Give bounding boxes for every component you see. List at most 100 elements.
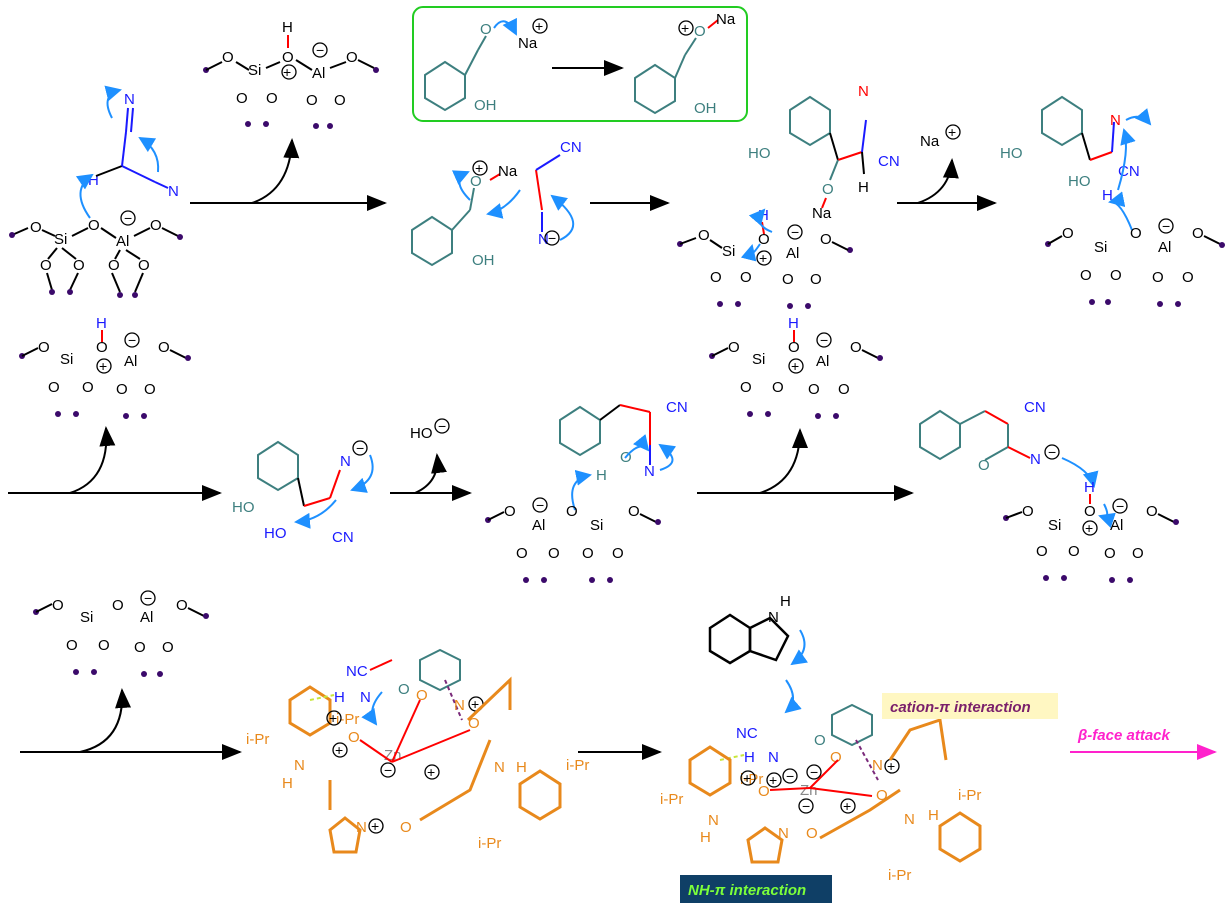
svg-text:O: O (740, 379, 752, 396)
svg-text:N: N (1030, 451, 1041, 468)
svg-text:i-Pr: i-Pr (888, 867, 911, 884)
svg-text:OH: OH (694, 100, 717, 117)
svg-text:O: O (782, 271, 794, 288)
svg-text:i-Pr: i-Pr (740, 771, 763, 788)
svg-text:O: O (222, 49, 234, 66)
svg-text:HO: HO (1000, 145, 1023, 162)
svg-text:O: O (772, 379, 784, 396)
svg-text:i-Pr: i-Pr (336, 711, 359, 728)
svg-text:O: O (306, 92, 318, 109)
svg-text:O: O (758, 783, 770, 800)
svg-text:i-Pr: i-Pr (478, 835, 501, 852)
svg-text:H: H (858, 179, 869, 196)
svg-text:HO: HO (1068, 173, 1091, 190)
svg-text:O: O (1036, 543, 1048, 560)
svg-text:H: H (928, 807, 939, 824)
svg-text:O: O (398, 681, 410, 698)
svg-text:−: − (820, 332, 828, 348)
svg-text:NC: NC (346, 663, 368, 680)
zinc-complex-1: NC O H N i-Pr i-Pr Zn − + O + O + O N + … (246, 648, 589, 854)
svg-text:Al: Al (786, 245, 799, 262)
svg-text:O: O (850, 339, 862, 356)
svg-text:O: O (548, 545, 560, 562)
svg-text:O: O (1182, 269, 1194, 286)
svg-text:O: O (582, 545, 594, 562)
svg-text:HO: HO (410, 425, 433, 442)
svg-text:O: O (820, 231, 832, 248)
svg-text:H: H (1102, 187, 1113, 204)
svg-text:OH: OH (474, 97, 497, 114)
svg-text:O: O (978, 457, 990, 474)
svg-text:O: O (82, 379, 94, 396)
svg-text:CN: CN (666, 399, 688, 416)
svg-text:CN: CN (332, 529, 354, 546)
svg-text:Na: Na (498, 163, 518, 180)
svg-text:−: − (786, 768, 794, 784)
svg-text:O: O (138, 257, 150, 274)
svg-text:+: + (427, 764, 435, 780)
atom-o: O (150, 217, 162, 234)
svg-text:O: O (282, 49, 294, 66)
svg-text:N: N (858, 83, 869, 100)
svg-text:N: N (904, 811, 915, 828)
svg-text:O: O (810, 271, 822, 288)
alcohol-intermediate: HO HO N CN H O Si O Al − O O O O O (1000, 95, 1225, 307)
svg-text:N: N (454, 697, 465, 714)
svg-text:−: − (316, 42, 324, 58)
svg-text:Si: Si (60, 351, 73, 368)
svg-text:H: H (1084, 479, 1095, 496)
svg-text:O: O (38, 339, 50, 356)
svg-text:HO: HO (748, 145, 771, 162)
iminochromene: O CN N − H O Si O + Al − O O O O O (919, 399, 1179, 583)
atom-o: O (30, 219, 42, 236)
svg-text:O: O (73, 257, 85, 274)
zinc-complex-indole: N H NC O H N + i-Pr i-Pr Zn − − − + O O … (660, 593, 982, 884)
svg-text:H: H (780, 593, 791, 610)
adduct-na: HO N CN H O Na (748, 83, 900, 222)
svg-text:CN: CN (1024, 399, 1046, 416)
zeolite-fragment: O Si O Al O − O O O O H N N (9, 85, 183, 298)
svg-text:Al: Al (140, 609, 153, 626)
svg-text:N: N (294, 757, 305, 774)
svg-text:+: + (99, 358, 107, 374)
svg-text:H: H (282, 775, 293, 792)
svg-text:Al: Al (816, 353, 829, 370)
svg-text:+: + (769, 772, 777, 788)
svg-text:O: O (830, 749, 842, 766)
svg-text:N: N (494, 759, 505, 776)
zeolite-fragment: O Si O Al − O O O O O (33, 590, 209, 677)
svg-text:O: O (1104, 545, 1116, 562)
svg-text:CN: CN (878, 153, 900, 170)
svg-text:O: O (348, 729, 360, 746)
atom-al: Al (116, 233, 129, 250)
svg-text:O: O (236, 90, 248, 107)
svg-text:O: O (66, 637, 78, 654)
svg-text:+: + (791, 358, 799, 374)
svg-text:N: N (356, 819, 367, 836)
svg-text:−: − (1162, 218, 1170, 234)
svg-text:Si: Si (722, 243, 735, 260)
svg-text:−: − (128, 332, 136, 348)
svg-text:Al: Al (1110, 517, 1123, 534)
svg-text:O: O (1130, 225, 1142, 242)
svg-text:+: + (759, 250, 767, 266)
svg-text:N: N (124, 91, 135, 108)
svg-text:Si: Si (752, 351, 765, 368)
svg-text:O: O (470, 173, 482, 190)
svg-text:H: H (334, 689, 345, 706)
intermediate: O + Na OH CN N − (411, 139, 582, 269)
svg-text:i-Pr: i-Pr (660, 791, 683, 808)
svg-text:N: N (168, 183, 179, 200)
svg-text:O: O (144, 381, 156, 398)
svg-text:O: O (108, 257, 120, 274)
svg-text:i-Pr: i-Pr (246, 731, 269, 748)
svg-text:−: − (356, 440, 364, 456)
svg-text:H: H (788, 315, 799, 332)
svg-text:O: O (48, 379, 60, 396)
imine-intermediate: HO HO N − CN (232, 440, 374, 546)
svg-text:O: O (158, 339, 170, 356)
svg-text:O: O (698, 227, 710, 244)
svg-text:OH: OH (472, 252, 495, 269)
svg-text:O: O (416, 687, 428, 704)
